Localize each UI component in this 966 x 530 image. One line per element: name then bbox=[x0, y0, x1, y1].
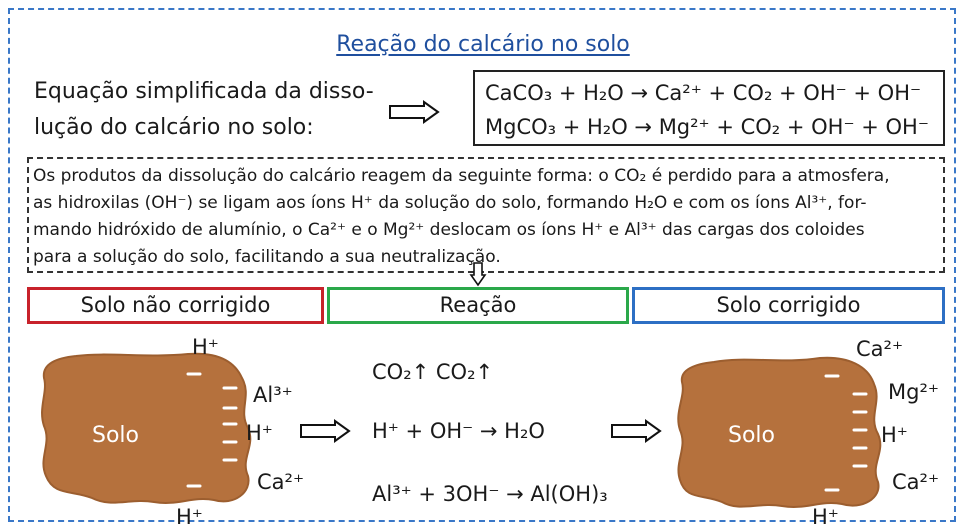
equation-description-line1: Equação simplificada da disso- bbox=[34, 79, 374, 104]
paragraph-line: para a solução do solo, facilitando a su… bbox=[33, 247, 501, 267]
left-ion-h-bottom: H⁺ bbox=[176, 505, 203, 529]
double-arrow-icon bbox=[300, 419, 351, 443]
right-ion-h-bottom: H⁺ bbox=[812, 505, 839, 529]
reaction-water-formation: H⁺ + OH⁻ → H₂O bbox=[372, 419, 545, 443]
double-arrow-icon bbox=[611, 419, 662, 443]
left-ion-h-middle: H⁺ bbox=[246, 421, 273, 445]
paragraph-line: mando hidróxido de alumínio, o Ca²⁺ e o … bbox=[33, 220, 865, 240]
left-soil-label: Solo bbox=[92, 423, 139, 448]
stage-reaction: Reação bbox=[327, 287, 629, 324]
stage-corrected-soil: Solo corrigido bbox=[632, 287, 945, 324]
right-ion-ca-bottom: Ca²⁺ bbox=[892, 470, 940, 494]
left-ion-h-top: H⁺ bbox=[192, 335, 219, 359]
reaction-co2-release: CO₂↑ CO₂↑ bbox=[372, 360, 494, 384]
equation-description-line2: lução do calcário no solo: bbox=[34, 115, 314, 140]
left-ion-ca: Ca²⁺ bbox=[257, 470, 305, 494]
page-title: Reação do calcário no solo bbox=[336, 32, 630, 57]
double-arrow-icon bbox=[389, 100, 440, 124]
down-arrow-icon bbox=[469, 262, 487, 287]
explanation-paragraph: Os produtos da dissolução do calcário re… bbox=[27, 157, 945, 273]
paragraph-line: as hidroxilas (OH⁻) se ligam aos íons H⁺… bbox=[33, 193, 867, 213]
right-soil-label: Solo bbox=[728, 423, 775, 448]
right-ion-h-middle: H⁺ bbox=[881, 423, 908, 447]
equation-line2: MgCO₃ + H₂O → Mg²⁺ + CO₂ + OH⁻ + OH⁻ bbox=[485, 115, 929, 139]
equation-description: Equação simplificada da disso- lução do … bbox=[34, 74, 374, 146]
paragraph-line: Os produtos da dissolução do calcário re… bbox=[33, 166, 890, 186]
reaction-aluminium-hydroxide: Al³⁺ + 3OH⁻ → Al(OH)₃ bbox=[372, 482, 608, 506]
left-ion-al: Al³⁺ bbox=[253, 383, 293, 407]
outer-dashed-frame bbox=[8, 8, 956, 522]
right-ion-ca-top: Ca²⁺ bbox=[856, 337, 904, 361]
left-soil-blob bbox=[41, 352, 252, 504]
stage-uncorrected-soil: Solo não corrigido bbox=[27, 287, 324, 324]
equation-box: CaCO₃ + H₂O → Ca²⁺ + CO₂ + OH⁻ + OH⁻ MgC… bbox=[473, 70, 945, 146]
equation-line1: CaCO₃ + H₂O → Ca²⁺ + CO₂ + OH⁻ + OH⁻ bbox=[485, 81, 922, 105]
right-soil-blob bbox=[677, 356, 882, 508]
right-ion-mg: Mg²⁺ bbox=[888, 380, 939, 404]
